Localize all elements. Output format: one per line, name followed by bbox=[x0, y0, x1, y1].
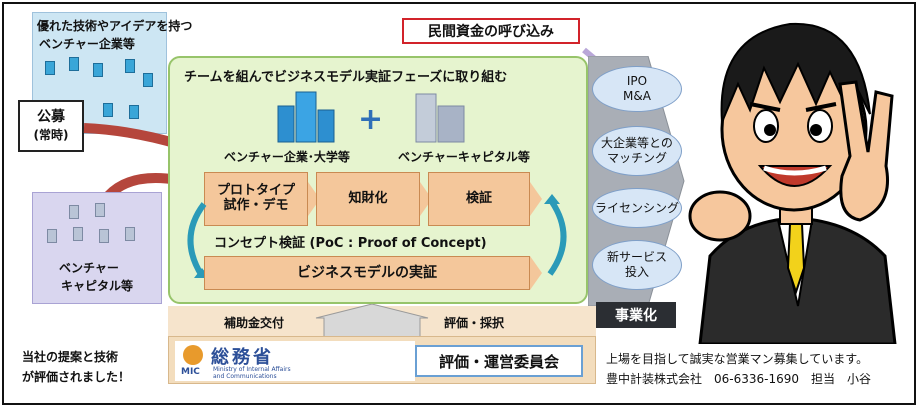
stage-prototype-line2: 試作・デモ bbox=[223, 198, 289, 213]
mic-text: MIC bbox=[181, 367, 200, 377]
up-arrow bbox=[315, 304, 429, 338]
building-icon bbox=[47, 229, 57, 243]
stage-ip: 知財化 bbox=[316, 172, 420, 226]
outcome-licensing: ライセンシング bbox=[592, 188, 682, 228]
stage-arrow bbox=[530, 182, 542, 216]
building-icon bbox=[95, 203, 105, 217]
plus-icon: + bbox=[358, 102, 384, 137]
committee-label: 評価・運営委員会 bbox=[415, 345, 583, 377]
committee-text: 評価・運営委員会 bbox=[438, 352, 559, 371]
building-icon bbox=[93, 63, 103, 77]
venture-building-icon bbox=[277, 91, 335, 143]
evaluated-line1: 当社の提案と技術 bbox=[22, 350, 119, 364]
stage-ip-label: 知財化 bbox=[348, 190, 388, 206]
outcome-matching-line1: 大企業等との bbox=[601, 136, 673, 150]
evaluated-line2: が評価されました！ bbox=[22, 370, 131, 384]
outcome-ipo-line2: M&A bbox=[623, 89, 651, 103]
business-model-arrow bbox=[530, 256, 542, 290]
ministry-name: 総務省 bbox=[211, 347, 274, 368]
cycle-arrow-right bbox=[544, 194, 567, 276]
venture-capital-box: ベンチャー キャピタル等 bbox=[32, 192, 162, 304]
stage-verification-label: 検証 bbox=[465, 190, 492, 206]
team-right-label: ベンチャーキャピタル等 bbox=[398, 150, 530, 164]
building-icon bbox=[125, 59, 135, 73]
public-recruitment-label: 公募 (常時) bbox=[18, 100, 84, 152]
building-icon bbox=[99, 229, 109, 243]
building-icon bbox=[45, 61, 55, 75]
salesman-illustration bbox=[688, 22, 897, 344]
outcome-new-service-line2: 投入 bbox=[624, 265, 649, 279]
outcome-matching-line2: マッチング bbox=[606, 151, 667, 165]
vc-line1: ベンチャー bbox=[59, 261, 119, 275]
commercialization-text: 事業化 bbox=[615, 308, 657, 324]
business-model-bar: ビジネスモデルの実証 bbox=[204, 256, 530, 290]
poc-label: コンセプト検証 (PoC : Proof of Concept) bbox=[214, 236, 487, 251]
outcome-new-service-line1: 新サービス bbox=[606, 250, 667, 264]
vc-line2: キャピタル等 bbox=[61, 279, 134, 293]
ministry-en1: Ministry of Internal Affairs bbox=[213, 366, 291, 373]
building-icon bbox=[69, 57, 79, 71]
stage-prototype: プロトタイプ 試作・デモ bbox=[204, 172, 308, 226]
building-icon bbox=[73, 227, 83, 241]
recruiting-text: 上場を目指して誠実な営業マン募集しています。 bbox=[606, 352, 869, 366]
evaluation-selection-label: 評価・採択 bbox=[444, 316, 505, 330]
private-funds-label: 民間資金の呼び込み bbox=[402, 18, 580, 44]
venture-box-line2: ベンチャー企業等 bbox=[39, 37, 135, 51]
private-funds-text: 民間資金の呼び込み bbox=[428, 24, 554, 40]
arrow-from-venture bbox=[83, 123, 180, 149]
building-icon bbox=[125, 227, 135, 241]
building-icon bbox=[103, 103, 113, 117]
mic-emblem-icon bbox=[183, 345, 203, 365]
business-model-label: ビジネスモデルの実証 bbox=[297, 264, 437, 281]
vc-building-icon bbox=[415, 93, 465, 143]
team-title: チームを組んでビジネスモデル実証フェーズに取り組む bbox=[184, 70, 508, 85]
outcome-ipo: IPO M&A bbox=[592, 66, 682, 112]
ministry-en2: and Communications bbox=[213, 373, 277, 380]
venture-box-line1: 優れた技術やアイデアを持つ bbox=[37, 19, 193, 33]
contact-text: 豊中計装株式会社 06-6336-1690 担当 小谷 bbox=[606, 372, 872, 386]
ministry-committee-box: MIC 総務省 Ministry of Internal Affairs and… bbox=[168, 336, 596, 384]
team-left-label: ベンチャー企業･大学等 bbox=[224, 150, 350, 164]
team-phase-box: チームを組んでビジネスモデル実証フェーズに取り組む + ベンチャー企業･大学等 … bbox=[168, 56, 588, 304]
ministry-logo: MIC 総務省 Ministry of Internal Affairs and… bbox=[175, 341, 415, 381]
outcome-licensing-label: ライセンシング bbox=[594, 200, 679, 215]
stage-prototype-line1: プロトタイプ bbox=[216, 183, 295, 199]
outcome-matching: 大企業等との マッチング bbox=[592, 126, 682, 176]
subsidy-label: 補助金交付 bbox=[224, 316, 285, 330]
recruit-line1: 公募 bbox=[37, 109, 65, 125]
commercialization-label: 事業化 bbox=[596, 302, 676, 328]
outcome-new-service: 新サービス 投入 bbox=[592, 240, 682, 290]
stage-verification: 検証 bbox=[428, 172, 530, 226]
building-icon bbox=[129, 105, 139, 119]
building-icon bbox=[69, 205, 79, 219]
building-icon bbox=[143, 73, 153, 87]
outcome-ipo-line1: IPO bbox=[626, 74, 648, 88]
recruit-line2: (常時) bbox=[33, 128, 69, 142]
